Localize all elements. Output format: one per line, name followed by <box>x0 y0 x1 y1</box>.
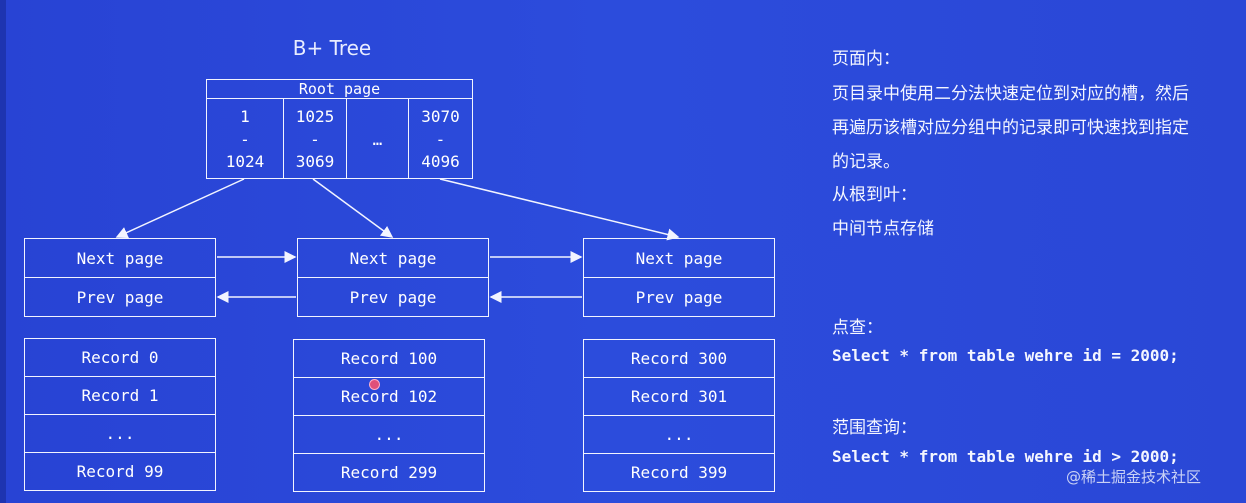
root-to-leaf-text: 中间节点存储 <box>832 219 934 239</box>
root-range-1-end: 1024 <box>225 152 265 171</box>
root-range-3-end: 4096 <box>421 152 460 171</box>
pointer-cursor-dot <box>369 379 380 390</box>
range-query-sql: Select * from table wehre id > 2000; <box>832 447 1179 466</box>
record-cell: Record 399 <box>583 453 775 492</box>
leaf-2-prev-page: Prev page <box>297 277 489 317</box>
root-range-2-dash: - <box>310 130 320 149</box>
record-cell: Record 99 <box>24 452 216 491</box>
root-range-1-start: 1 <box>240 107 250 126</box>
watermark: @稀土掘金技术社区 <box>1066 468 1202 486</box>
root-range-1-dash: - <box>240 130 250 149</box>
root-ellipsis-text: … <box>372 130 383 149</box>
page-inner-line-1: 页目录中使用二分法快速定位到对应的槽，然后 <box>832 84 1189 104</box>
root-to-leaf-3-arrow <box>439 178 680 241</box>
leaf-3-prev-page: Prev page <box>583 277 775 317</box>
root-range-3: 3070 - 4096 <box>408 98 473 179</box>
diagram-title: B+ Tree <box>292 36 372 60</box>
page-inner-heading: 页面内： <box>832 49 900 69</box>
root-range-2-end: 3069 <box>295 152 335 171</box>
root-range-2-start: 1025 <box>295 107 335 126</box>
range-query-heading: 范围查询： <box>832 418 917 438</box>
leaf-1-prev-page: Prev page <box>24 277 216 317</box>
root-range-3-dash: - <box>435 130 446 149</box>
point-query-heading: 点查： <box>832 318 883 338</box>
page-inner-line-2: 再遍历该槽对应分组中的记录即可快速找到指定 <box>832 118 1189 138</box>
point-query-sql: Select * from table wehre id = 2000; <box>832 346 1179 365</box>
root-range-3-start: 3070 <box>421 107 460 126</box>
root-to-leaf-2-arrow <box>312 178 394 238</box>
root-to-leaf-1-arrow <box>115 178 245 239</box>
root-to-leaf-heading: 从根到叶： <box>832 185 917 205</box>
slide-edge <box>0 0 6 503</box>
record-cell: Record 299 <box>293 453 485 492</box>
page-inner-line-3: 的记录。 <box>832 152 900 172</box>
